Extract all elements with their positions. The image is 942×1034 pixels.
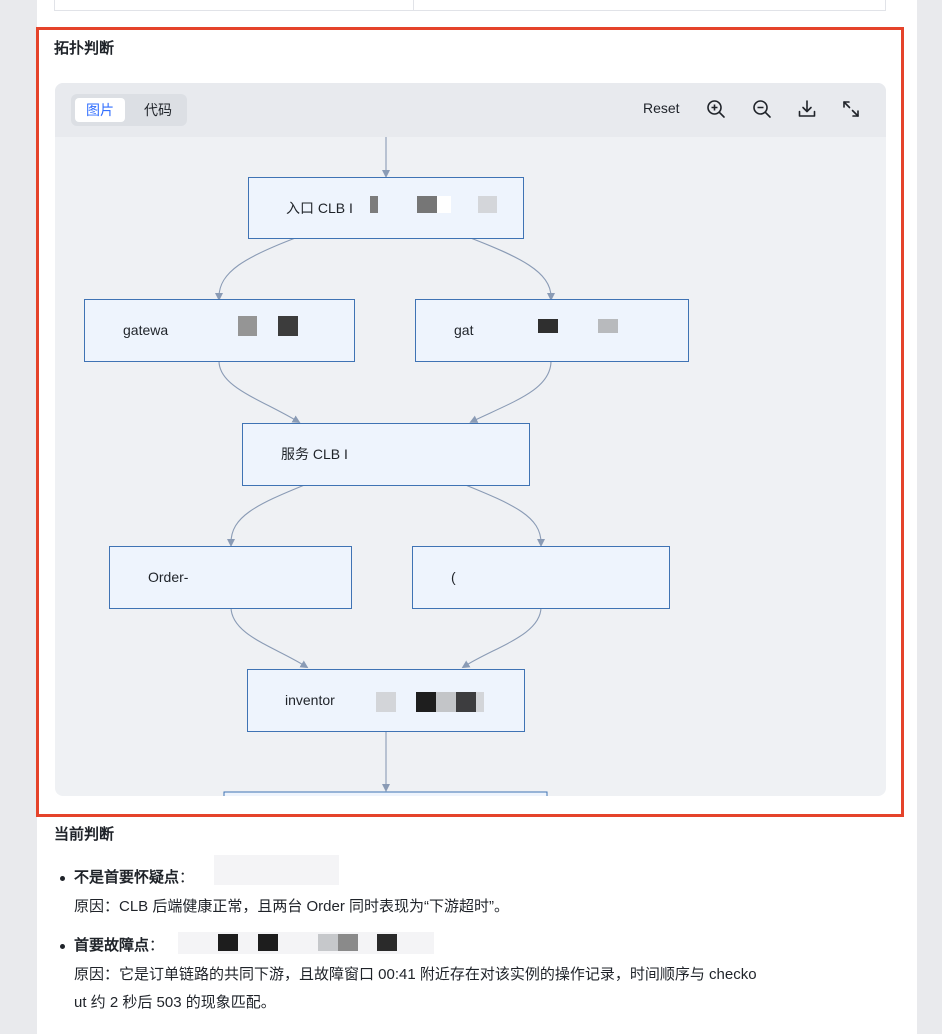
download-icon[interactable] xyxy=(796,98,818,120)
node-inventory-label: inventor xyxy=(285,692,335,708)
node-gateway-1: gatewa xyxy=(84,299,355,362)
redacted-block xyxy=(278,316,298,336)
node-gateway-1-label: gatewa xyxy=(123,322,169,338)
topology-diagram xyxy=(215,137,555,796)
redacted-block xyxy=(377,934,397,951)
redacted-value xyxy=(214,855,339,885)
redacted-block xyxy=(598,319,618,333)
redacted-block xyxy=(376,692,396,712)
judgement-item-1-reason: 原因：CLB 后端健康正常，且两台 Order 同时表现为“下游超时”。 xyxy=(74,898,510,915)
diagram-viewer: 图片 代码 Reset xyxy=(55,83,886,796)
judgement-item-2-reason-line-2: ut 约 2 秒后 503 的现象匹配。 xyxy=(74,994,276,1011)
view-tabs: 图片 代码 xyxy=(71,94,187,126)
fullscreen-icon[interactable] xyxy=(840,98,862,120)
edge-svc-order xyxy=(227,483,308,547)
zoom-out-icon[interactable] xyxy=(751,98,773,120)
redacted-block xyxy=(416,692,436,712)
node-checkout: ( xyxy=(412,546,670,609)
redacted-value xyxy=(178,932,434,954)
redacted-block xyxy=(456,692,476,712)
redacted-block xyxy=(476,692,484,712)
redacted-block xyxy=(338,934,358,951)
judgement-item-2-colon: ： xyxy=(149,937,165,954)
judgement-item-1-label: 不是首要怀疑点 xyxy=(74,869,180,886)
node-gateway-2-label: gat xyxy=(454,322,474,338)
node-service-clb: 服务 CLB I xyxy=(242,423,530,486)
redacted-block xyxy=(318,934,338,951)
node-entry-label: 入口 CLB I xyxy=(286,200,353,216)
node-order: Order- xyxy=(109,546,352,609)
viewer-toolbar: 图片 代码 Reset xyxy=(55,83,886,137)
edge-svc-checkout xyxy=(462,483,545,547)
edge-order-inventory xyxy=(230,606,309,669)
judgement-item-2: 首要故障点： xyxy=(60,934,164,955)
redacted-block xyxy=(538,319,558,333)
judgement-item-1-colon: ： xyxy=(179,869,195,886)
judgement-item-2-reason-line-1: 原因：它是订单链路的共同下游，且故障窗口 00:41 附近存在对该实例的操作记录… xyxy=(74,966,757,983)
section-title: 拓扑判断 xyxy=(54,40,115,57)
tab-image[interactable]: 图片 xyxy=(75,98,125,122)
node-checkout-label: ( xyxy=(451,569,456,585)
zoom-in-icon[interactable] xyxy=(705,98,727,120)
node-entry-clb: 入口 CLB I xyxy=(248,177,524,239)
reset-button[interactable]: Reset xyxy=(643,100,680,116)
judgement-item-1: 不是首要怀疑点： xyxy=(60,866,194,887)
node-gateway-2: gat xyxy=(415,299,689,362)
edge-entry-gw1 xyxy=(215,236,299,301)
redacted-block xyxy=(370,196,378,213)
node-order-label: Order- xyxy=(148,569,189,585)
redacted-block xyxy=(437,196,451,213)
redacted-block xyxy=(258,934,278,951)
tab-code[interactable]: 代码 xyxy=(144,102,172,118)
bullet-icon xyxy=(60,875,65,881)
redacted-block xyxy=(417,196,437,213)
redacted-block xyxy=(436,692,456,712)
previous-table-fragment xyxy=(54,0,886,11)
bullet-icon xyxy=(60,943,65,949)
node-service-label: 服务 CLB I xyxy=(281,446,348,462)
judgement-item-2-label: 首要故障点 xyxy=(74,937,150,954)
node-inventory: inventor xyxy=(247,669,525,732)
highlight-frame xyxy=(36,27,904,817)
redacted-block xyxy=(218,934,238,951)
redacted-block xyxy=(478,196,497,213)
redacted-block xyxy=(238,316,257,336)
edge-gw2-svc xyxy=(469,360,552,423)
edge-checkout-inventory xyxy=(461,606,542,669)
edge-entry-gw2 xyxy=(467,236,555,301)
next-node-edge xyxy=(223,791,548,796)
judgement-title: 当前判断 xyxy=(54,826,115,843)
edge-gw1-svc xyxy=(218,360,301,424)
